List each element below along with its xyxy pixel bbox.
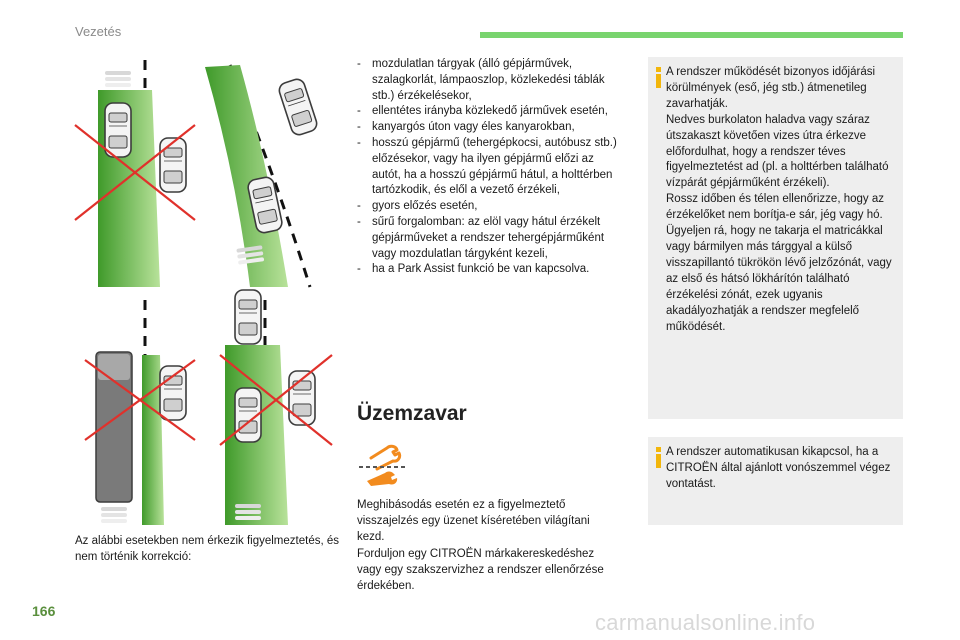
malfunction-text: Meghibásodás esetén ez a figyelmeztető v… <box>357 499 604 593</box>
section-header-bar <box>480 32 903 38</box>
wrench-warning-icon <box>359 444 407 486</box>
list-item: -sűrű forgalomban: az elöl vagy hátul ér… <box>357 215 617 262</box>
page-number: 166 <box>32 603 56 619</box>
malfunction-title: Üzemzavar <box>357 402 467 425</box>
section-header-title: Vezetés <box>75 24 122 39</box>
list-item-text: ha a Park Assist funkció be van kapcsolv… <box>372 263 590 276</box>
info-box-weather: A rendszer működését bizonyos időjárási … <box>648 57 903 419</box>
list-dash: - <box>357 58 361 70</box>
list-dash: - <box>357 215 361 228</box>
scenario-curve <box>205 64 320 288</box>
list-item-text: sűrű forgalomban: az elöl vagy hátul érz… <box>372 215 605 260</box>
exception-list: -mozdulatlan tárgyak (álló gépjárművek, … <box>357 57 617 278</box>
scenario-long-vehicle <box>84 300 196 525</box>
list-item-text: ellentétes irányba közlekedő járművek es… <box>372 105 608 118</box>
info-box-text: A rendszer automatikusan kikapcsol, ha a… <box>666 446 891 490</box>
list-item: -hosszú gépjármű (tehergépkocsi, autóbus… <box>357 136 617 199</box>
list-item: -gyors előzés esetén, <box>357 199 617 215</box>
scenario-static-object <box>74 60 196 287</box>
list-dash: - <box>357 136 361 149</box>
list-item-text: gyors előzés esetén, <box>372 200 478 213</box>
list-item: -mozdulatlan tárgyak (álló gépjárművek, … <box>357 57 617 104</box>
watermark: carmanualsonline.info <box>595 610 816 635</box>
list-item: -kanyargós úton vagy éles kanyarokban, <box>357 120 617 136</box>
list-item: -ha a Park Assist funkció be van kapcsol… <box>357 262 617 278</box>
info-icon <box>656 447 661 468</box>
list-dash: - <box>357 263 361 276</box>
list-dash: - <box>357 105 361 118</box>
list-item-text: hosszú gépjármű (tehergépkocsi, autóbusz… <box>372 136 617 197</box>
list-item-text: mozdulatlan tárgyak (álló gépjárművek, s… <box>372 58 605 102</box>
list-item: -ellentétes irányba közlekedő járművek e… <box>357 104 617 120</box>
info-box-towing: A rendszer automatikusan kikapcsol, ha a… <box>648 437 903 525</box>
list-dash: - <box>357 121 361 134</box>
list-dash: - <box>357 200 361 213</box>
lane-keeping-scenarios-illustration <box>74 60 333 525</box>
info-icon <box>656 67 661 88</box>
illustration-caption: Az alábbi esetekben nem érkezik figyelme… <box>75 535 339 563</box>
list-item-text: kanyargós úton vagy éles kanyarokban, <box>372 121 575 134</box>
info-box-text: A rendszer működését bizonyos időjárási … <box>666 66 892 333</box>
scenario-dense-traffic <box>219 289 333 525</box>
